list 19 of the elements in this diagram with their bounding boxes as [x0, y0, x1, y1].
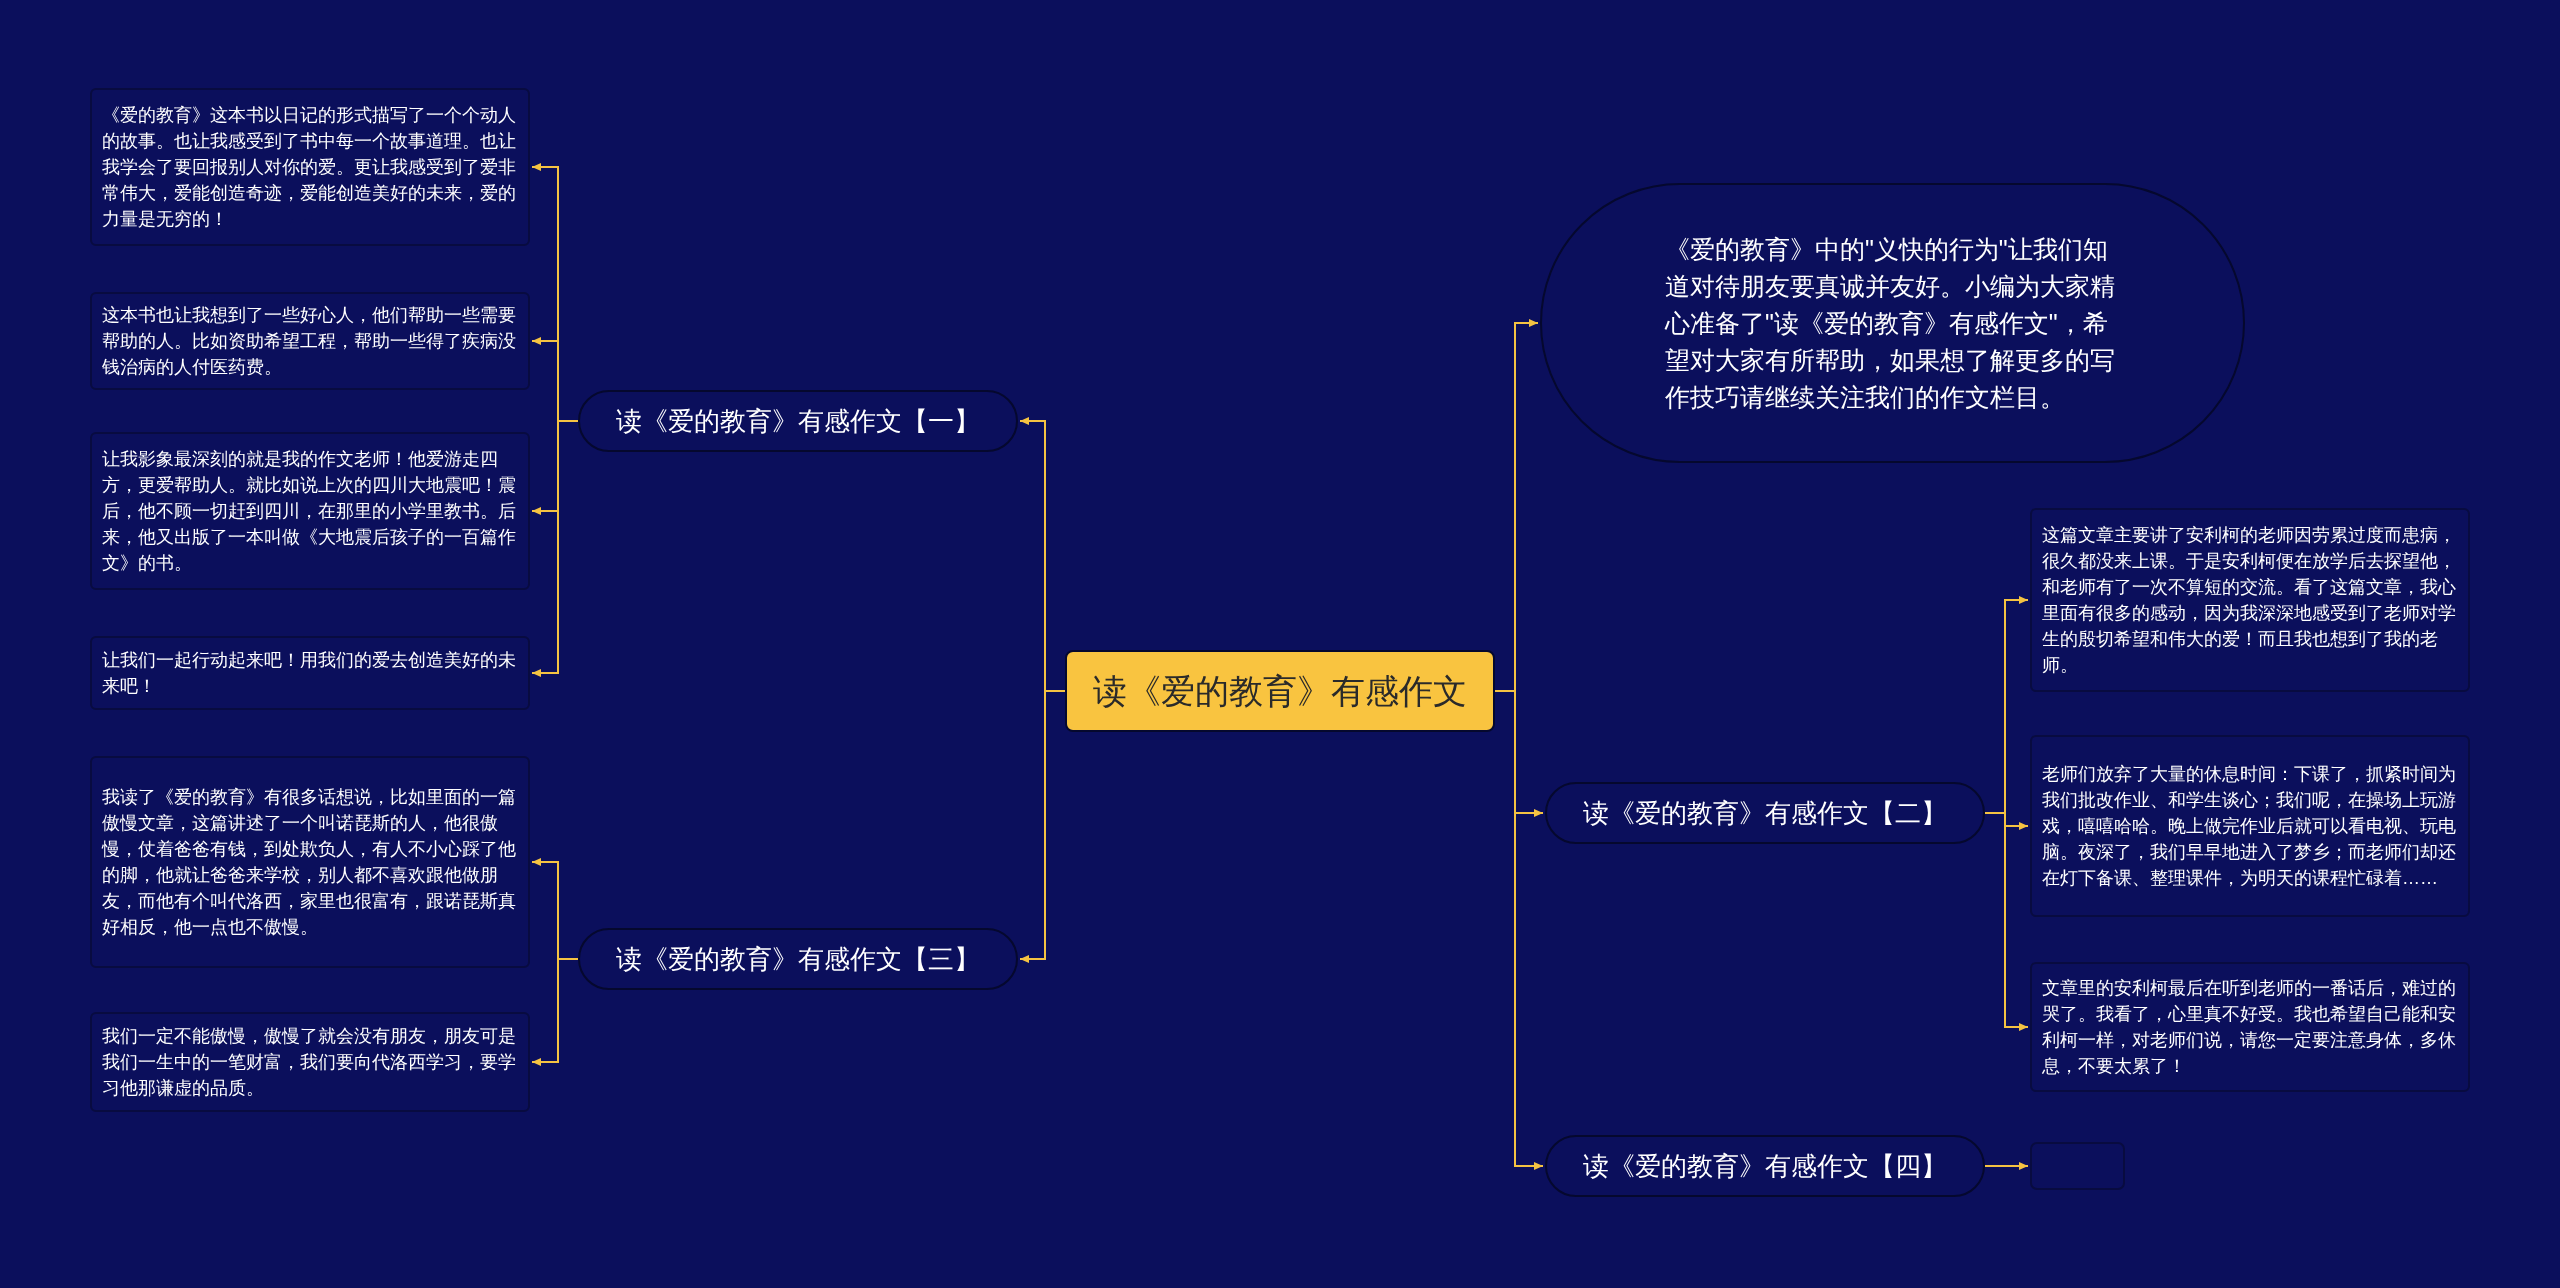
note-card: 这本书也让我想到了一些好心人，他们帮助一些需要帮助的人。比如资助希望工程，帮助一些得了疾病没钱治病的人付医药费。 — [90, 292, 530, 390]
note-card: 让我影象最深刻的就是我的作文老师！他爱游走四方，更爱帮助人。就比如说上次的四川大地震吧！震后，他不顾一切赶到四川，在那里的小学里教书。后来，他又出版了一本叫做《大地震后孩子的一百篇作文》的书。 — [90, 432, 530, 590]
central-topic: 读《爱的教育》有感作文 — [1065, 650, 1495, 732]
topic-pill: 读《爱的教育》有感作文【二】 — [1545, 782, 1985, 844]
intro-bubble: 《爱的教育》中的"义快的行为"让我们知道对待朋友要真诚并友好。小编为大家精心准备了"读《爱的教育》有感作文"，希望对大家有所帮助，如果想了解更多的写作技巧请继续关注我们的作文栏目。 — [1540, 183, 2245, 463]
note-card: 让我们一起行动起来吧！用我们的爱去创造美好的未来吧！ — [90, 636, 530, 710]
note-card: 这篇文章主要讲了安利柯的老师因劳累过度而患病，很久都没来上课。于是安利柯便在放学后去探望他，和老师有了一次不算短的交流。看了这篇文章，我心里面有很多的感动，因为我深深地感受到了老师对学生的殷切希望和伟大的爱！而且我也想到了我的老师。 — [2030, 508, 2470, 692]
note-card: 《爱的教育》这本书以日记的形式描写了一个个动人的故事。也让我感受到了书中每一个故事道理。也让我学会了要回报别人对你的爱。更让我感受到了爱非常伟大，爱能创造奇迹，爱能创造美好的未来，爱的力量是无穷的！ — [90, 88, 530, 246]
topic-pill: 读《爱的教育》有感作文【三】 — [578, 928, 1018, 990]
topic-pill: 读《爱的教育》有感作文【四】 — [1545, 1135, 1985, 1197]
connector-arrow — [531, 420, 579, 677]
note-card: 老师们放弃了大量的休息时间：下课了，抓紧时间为我们批改作业、和学生谈心；我们呢，在操场上玩游戏，嘻嘻哈哈。晚上做完作业后就可以看电视、玩电脑。夜深了，我们早早地进入了梦乡；而老师们却还在灯下备课、整理课件，为明天的课程忙碌着…… — [2030, 735, 2470, 917]
note-card: 文章里的安利柯最后在听到老师的一番话后，难过的哭了。我看了，心里真不好受。我也希望自己能和安利柯一样，对老师们说，请您一定要注意身体，多休息，不要太累了！ — [2030, 962, 2470, 1092]
topic-pill: 读《爱的教育》有感作文【一】 — [578, 390, 1018, 452]
note-card: 我读了《爱的教育》有很多话想说，比如里面的一篇傲慢文章，这篇讲述了一个叫诺琵斯的人，他很傲慢，仗着爸爸有钱，到处欺负人，有人不小心踩了他的脚，他就让爸爸来学校，别人都不喜欢跟他做朋友，而他有个叫代洛西，家里也很富有，跟诺琵斯真好相反，他一点也不傲慢。 — [90, 756, 530, 968]
connector-arrow — [1984, 1162, 2029, 1170]
empty-box — [2030, 1142, 2125, 1190]
connector-arrow — [1019, 690, 1066, 963]
note-card: 我们一定不能傲慢，傲慢了就会没有朋友，朋友可是我们一生中的一笔财富，我们要向代洛西学习，要学习他那谦虚的品质。 — [90, 1012, 530, 1112]
